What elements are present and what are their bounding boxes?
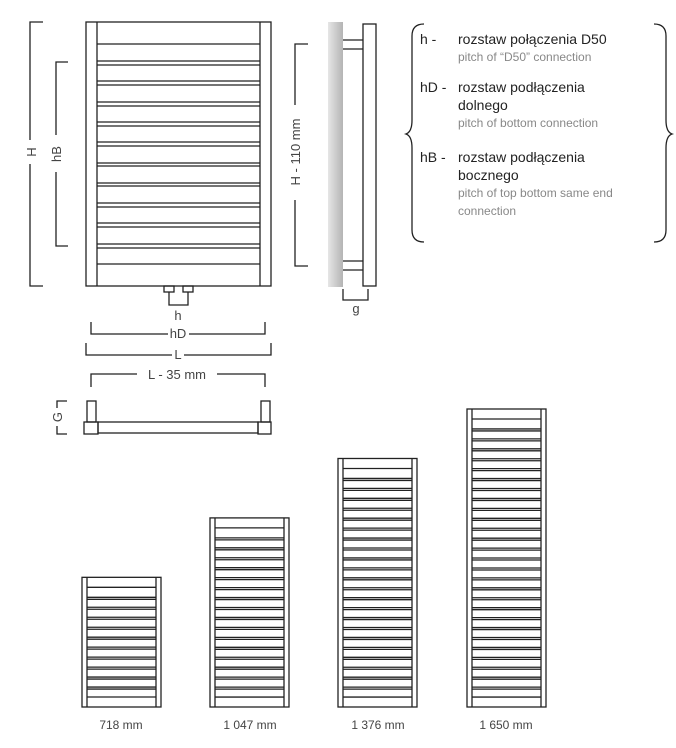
legend-pl: rozstaw połączenia D50 xyxy=(458,31,607,47)
hD-label: hD xyxy=(170,326,187,341)
h-dimension-line xyxy=(168,292,189,306)
legend-en: pitch of top bottom same end connection xyxy=(458,186,613,218)
side-view-radiator xyxy=(343,23,377,287)
radiator-frame xyxy=(209,517,290,708)
size-label-1: 1 047 mm xyxy=(223,718,277,732)
legend-brace-left xyxy=(403,23,425,243)
L-label: L xyxy=(174,347,181,362)
legend-en: pitch of bottom connection xyxy=(458,116,599,130)
legend-brace-right xyxy=(653,23,675,243)
g-dimension-line xyxy=(342,289,369,301)
legend-key: hB - xyxy=(420,149,446,165)
legend-key: hD - xyxy=(420,79,447,95)
radiator-size-2 xyxy=(337,457,418,708)
top-view-radiator xyxy=(83,400,272,435)
legend-item-hB: hB - rozstaw podłączenia bocznego pitch o… xyxy=(420,148,665,220)
connector-left xyxy=(163,285,175,293)
legend-item-h: h - rozstaw połączenia D50 pitch of “D50”… xyxy=(420,30,665,66)
wall xyxy=(328,22,343,287)
connector-right xyxy=(182,285,194,293)
legend-en: pitch of “D50” connection xyxy=(458,50,592,64)
L35-dimension-line xyxy=(90,373,266,387)
legend: h - rozstaw połączenia D50 pitch of “D50”… xyxy=(420,30,665,220)
H-110-label: H - 110 mm xyxy=(288,119,303,186)
radiator-size-0 xyxy=(81,576,162,708)
radiator-frame xyxy=(81,576,162,708)
size-label-3: 1 650 mm xyxy=(479,718,533,732)
L-dimension-line xyxy=(85,343,272,356)
G-label: G xyxy=(50,412,65,422)
h-label: h xyxy=(174,308,181,323)
radiator-size-1 xyxy=(209,517,290,708)
legend-pl: rozstaw podłączenia bocznego xyxy=(458,149,585,183)
L35-label: L - 35 mm xyxy=(148,367,206,382)
H-110-dimension-line xyxy=(294,43,308,267)
front-view-radiator xyxy=(85,21,272,287)
H-label: H xyxy=(24,147,39,156)
G-dimension-line xyxy=(56,400,67,435)
hD-dimension-line xyxy=(90,322,266,335)
radiator-frame xyxy=(466,408,547,708)
hB-dimension-line xyxy=(55,61,68,247)
size-label-0: 718 mm xyxy=(99,718,143,732)
radiator-size-3 xyxy=(466,408,547,708)
legend-item-hD: hD - rozstaw podłączenia dolnego pitch of… xyxy=(420,78,665,132)
hB-label: hB xyxy=(49,146,64,162)
H-dimension-line xyxy=(29,21,43,287)
legend-key: h - xyxy=(420,31,437,47)
radiator-frame xyxy=(337,457,418,708)
size-label-2: 1 376 mm xyxy=(351,718,405,732)
g-label: g xyxy=(352,301,359,316)
legend-pl: rozstaw podłączenia dolnego xyxy=(458,79,585,113)
